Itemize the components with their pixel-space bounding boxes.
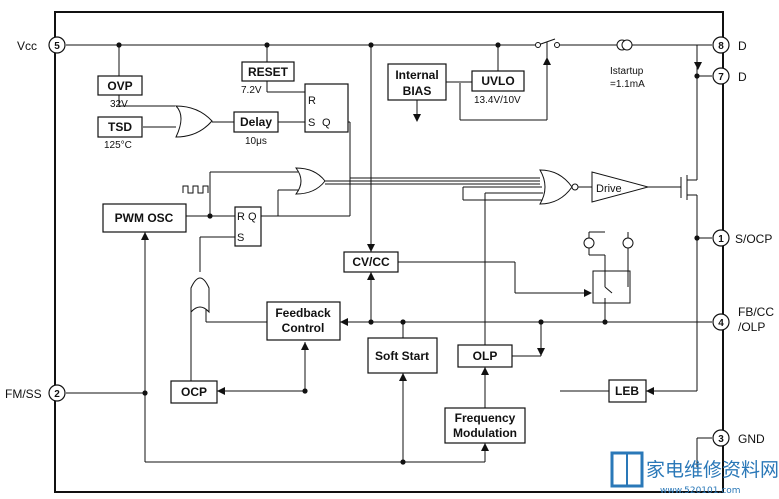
- ovp-threshold: 32V: [110, 99, 128, 110]
- frequency-modulation-block: [444, 407, 526, 444]
- pin-d8-label: D: [738, 39, 747, 53]
- tsd-threshold: 125°C: [104, 140, 132, 151]
- pwm-osc-label: PWM OSC: [115, 211, 174, 225]
- delay-block: [233, 111, 279, 133]
- nor-bubble: [571, 183, 579, 191]
- pin-7-circle[interactable]: [712, 67, 730, 85]
- reset-label: RESET: [248, 65, 289, 79]
- soft-start-label: Soft Start: [375, 349, 429, 363]
- cvcc-label: CV/CC: [352, 255, 390, 269]
- pin-2-circle[interactable]: [48, 384, 66, 402]
- junction-dots: [116, 42, 700, 465]
- pin-1-circle[interactable]: [712, 229, 730, 247]
- pwm-flipflop: [234, 206, 262, 247]
- pwm-ff-s: S: [237, 232, 244, 244]
- ocp-block: [170, 380, 218, 404]
- chip-outline: [54, 11, 724, 493]
- top-ff-r: R: [308, 95, 316, 107]
- leb-label: LEB: [615, 384, 639, 398]
- uvlo-block: [471, 70, 525, 92]
- reset-block: [241, 61, 295, 82]
- feedback-control-block: [266, 301, 341, 341]
- pin-gnd-label: GND: [738, 432, 765, 446]
- arrowheads: [141, 57, 702, 451]
- pin-3-circle[interactable]: [712, 429, 730, 447]
- current-source-icon: [583, 237, 595, 249]
- pin-4-circle[interactable]: [712, 313, 730, 331]
- logic-gates: [174, 39, 650, 314]
- ovp-block: [97, 75, 143, 96]
- pwm-ff-r: R: [237, 211, 245, 223]
- nor-gate: [539, 169, 573, 205]
- clock-waveform-icon: [182, 185, 209, 194]
- watermark: 家电维修资料网 www.520101.com: [610, 451, 779, 496]
- pwm-ff-q: Q: [248, 211, 257, 223]
- uvlo-threshold: 13.4V/10V: [474, 95, 521, 106]
- ocp-label: OCP: [181, 385, 207, 399]
- modulation-label: Modulation: [453, 426, 517, 440]
- pwm-osc-block: [102, 203, 187, 233]
- tsd-label: TSD: [108, 120, 132, 134]
- or-gate-ocp: [190, 277, 210, 314]
- delay-time: 10μs: [245, 136, 267, 147]
- watermark-text: 家电维修资料网: [646, 459, 779, 481]
- pin-2-number: 2: [54, 389, 60, 400]
- pin-8-circle[interactable]: [712, 36, 730, 54]
- watermark-url: www.520101.com: [660, 486, 741, 496]
- uvlo-label: UVLO: [481, 74, 514, 88]
- olp-label: OLP: [473, 349, 498, 363]
- control-label: Control: [282, 321, 325, 335]
- istartup-label: Istartup: [610, 66, 644, 77]
- tsd-block: [97, 116, 143, 138]
- pin-fmss-label: FM/SS: [5, 387, 42, 401]
- soft-start-block: [367, 337, 438, 374]
- delay-label: Delay: [240, 115, 272, 129]
- top-ff-s: S: [308, 117, 315, 129]
- wires: [66, 38, 712, 467]
- reset-threshold: 7.2V: [241, 85, 262, 96]
- drive-label: Drive: [596, 183, 622, 195]
- pin-1-number: 1: [718, 234, 724, 245]
- pin-socp-label: S/OCP: [735, 232, 772, 246]
- or-gate-protect: [174, 105, 213, 138]
- pin-8-number: 8: [718, 41, 724, 52]
- top-flipflop: [304, 83, 349, 133]
- pin-fbcc-label: FB/CC: [738, 305, 774, 319]
- pin-vcc-label: Vcc: [17, 39, 37, 53]
- pin-5-circle[interactable]: [48, 36, 66, 54]
- pin-5-number: 5: [54, 41, 60, 52]
- internal-bias-block: [387, 63, 447, 101]
- pin-7-number: 7: [718, 72, 724, 83]
- pin-4-number: 4: [718, 318, 724, 329]
- feedback-label: Feedback: [275, 306, 331, 320]
- top-ff-q: Q: [322, 117, 331, 129]
- drive-buffer: [591, 171, 650, 203]
- internal-label: Internal: [395, 68, 438, 82]
- istartup-value: =1.1mA: [610, 79, 645, 90]
- pin-olp-label: /OLP: [738, 320, 765, 334]
- pin-d7-label: D: [738, 70, 747, 84]
- frequency-label: Frequency: [455, 411, 516, 425]
- bias-label: BIAS: [403, 84, 432, 98]
- ovp-label: OVP: [107, 79, 132, 93]
- olp-block: [457, 344, 513, 368]
- or-gate-mid: [294, 167, 326, 195]
- pin-3-number: 3: [718, 434, 724, 445]
- cvcc-block: [343, 251, 399, 273]
- leb-block: [608, 379, 647, 403]
- current-source-icon: [622, 237, 634, 249]
